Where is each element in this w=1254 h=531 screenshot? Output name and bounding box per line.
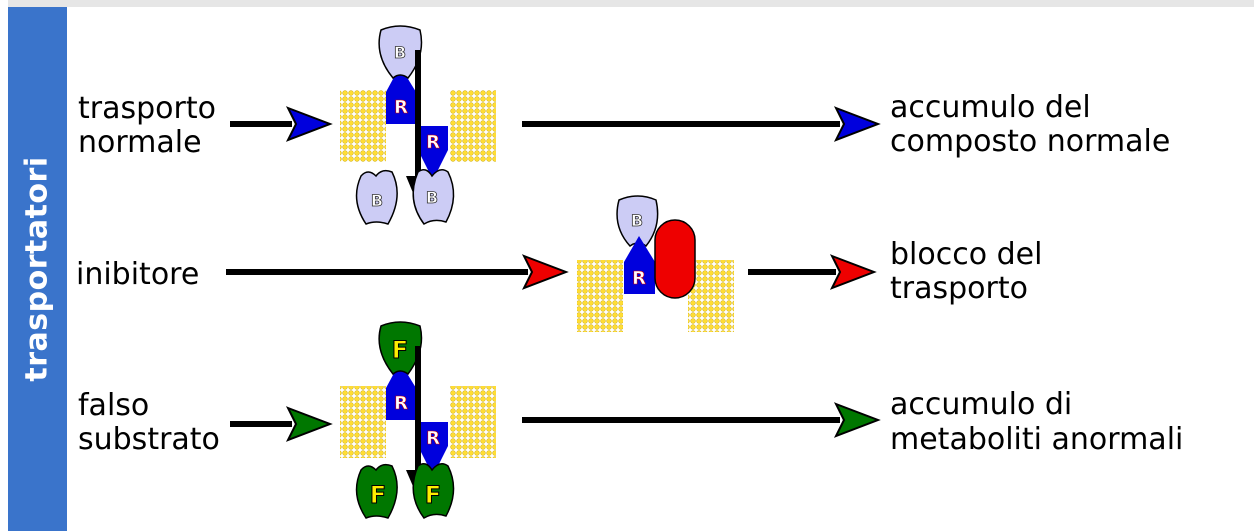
top-border <box>0 0 1254 7</box>
row1-membrane <box>340 90 496 162</box>
row2-substrate: B <box>616 195 659 248</box>
row3-label-line1: falso <box>78 388 149 423</box>
row3-substrate-bottom-left-letter: F <box>370 481 386 509</box>
row2-input-arrow <box>226 254 569 290</box>
row3-substrate-bottom-left: F <box>355 463 398 519</box>
left-margin <box>0 0 8 531</box>
row2-label-line1: inibitore <box>76 257 199 292</box>
row1-label-line1: trasporto <box>78 91 216 126</box>
row3-substrate-bottom-right-letter: F <box>425 481 441 509</box>
row1-input-arrow <box>230 106 333 142</box>
row-false-substrate: falso substrato R R F <box>78 321 1183 519</box>
row1-substrate-bottom-right-letter: B <box>426 188 438 207</box>
row3-substrate-bottom-right: F <box>412 463 455 519</box>
row3-result-line2: metaboliti anormali <box>890 422 1183 457</box>
row1-label-line2: normale <box>78 125 202 160</box>
row1-result-line1: accumulo del <box>890 90 1091 125</box>
row1-substrate-top-letter: B <box>394 43 406 62</box>
row3-receptor-top-letter: R <box>394 393 408 414</box>
row2-output-arrow <box>748 254 877 290</box>
row2-receptor-letter: R <box>632 268 646 289</box>
row1-output-arrow <box>522 106 881 142</box>
row3-substrate-top: F <box>378 321 423 376</box>
row1-result-line2: composto normale <box>890 124 1170 159</box>
row1-substrate-top: B <box>378 25 423 80</box>
row1-receptor-top-letter: R <box>394 97 408 118</box>
row3-receptor-bottom: R <box>418 422 448 476</box>
row3-receptor-bottom-letter: R <box>426 428 440 449</box>
row-inhibitor: inibitore B R <box>76 195 1042 332</box>
row1-receptor-bottom-letter: R <box>426 132 440 153</box>
row3-membrane <box>340 386 496 458</box>
sidebar-band <box>8 7 67 531</box>
row1-receptor-bottom: R <box>418 126 448 180</box>
row2-inhibitor-block <box>654 219 696 299</box>
row2-result-line1: blocco del <box>890 237 1042 272</box>
row2-result-line2: trasporto <box>890 271 1028 306</box>
row-normal-transport: trasporto normale R R <box>78 25 1170 225</box>
row3-input-arrow <box>230 406 333 442</box>
row3-output-arrow <box>522 402 881 438</box>
row3-receptor-top: R <box>386 362 416 420</box>
row2-substrate-letter: B <box>631 211 643 230</box>
row3-substrate-top-letter: F <box>392 336 408 364</box>
row3-result-line1: accumulo di <box>890 387 1072 422</box>
row2-receptor: R <box>624 236 655 294</box>
row1-substrate-bottom-left-letter: B <box>371 191 383 210</box>
row1-substrate-bottom-left: B <box>355 169 398 225</box>
row3-label-line2: substrato <box>78 422 220 457</box>
row1-substrate-bottom-right: B <box>412 169 455 225</box>
row1-receptor-top: R <box>386 66 416 124</box>
